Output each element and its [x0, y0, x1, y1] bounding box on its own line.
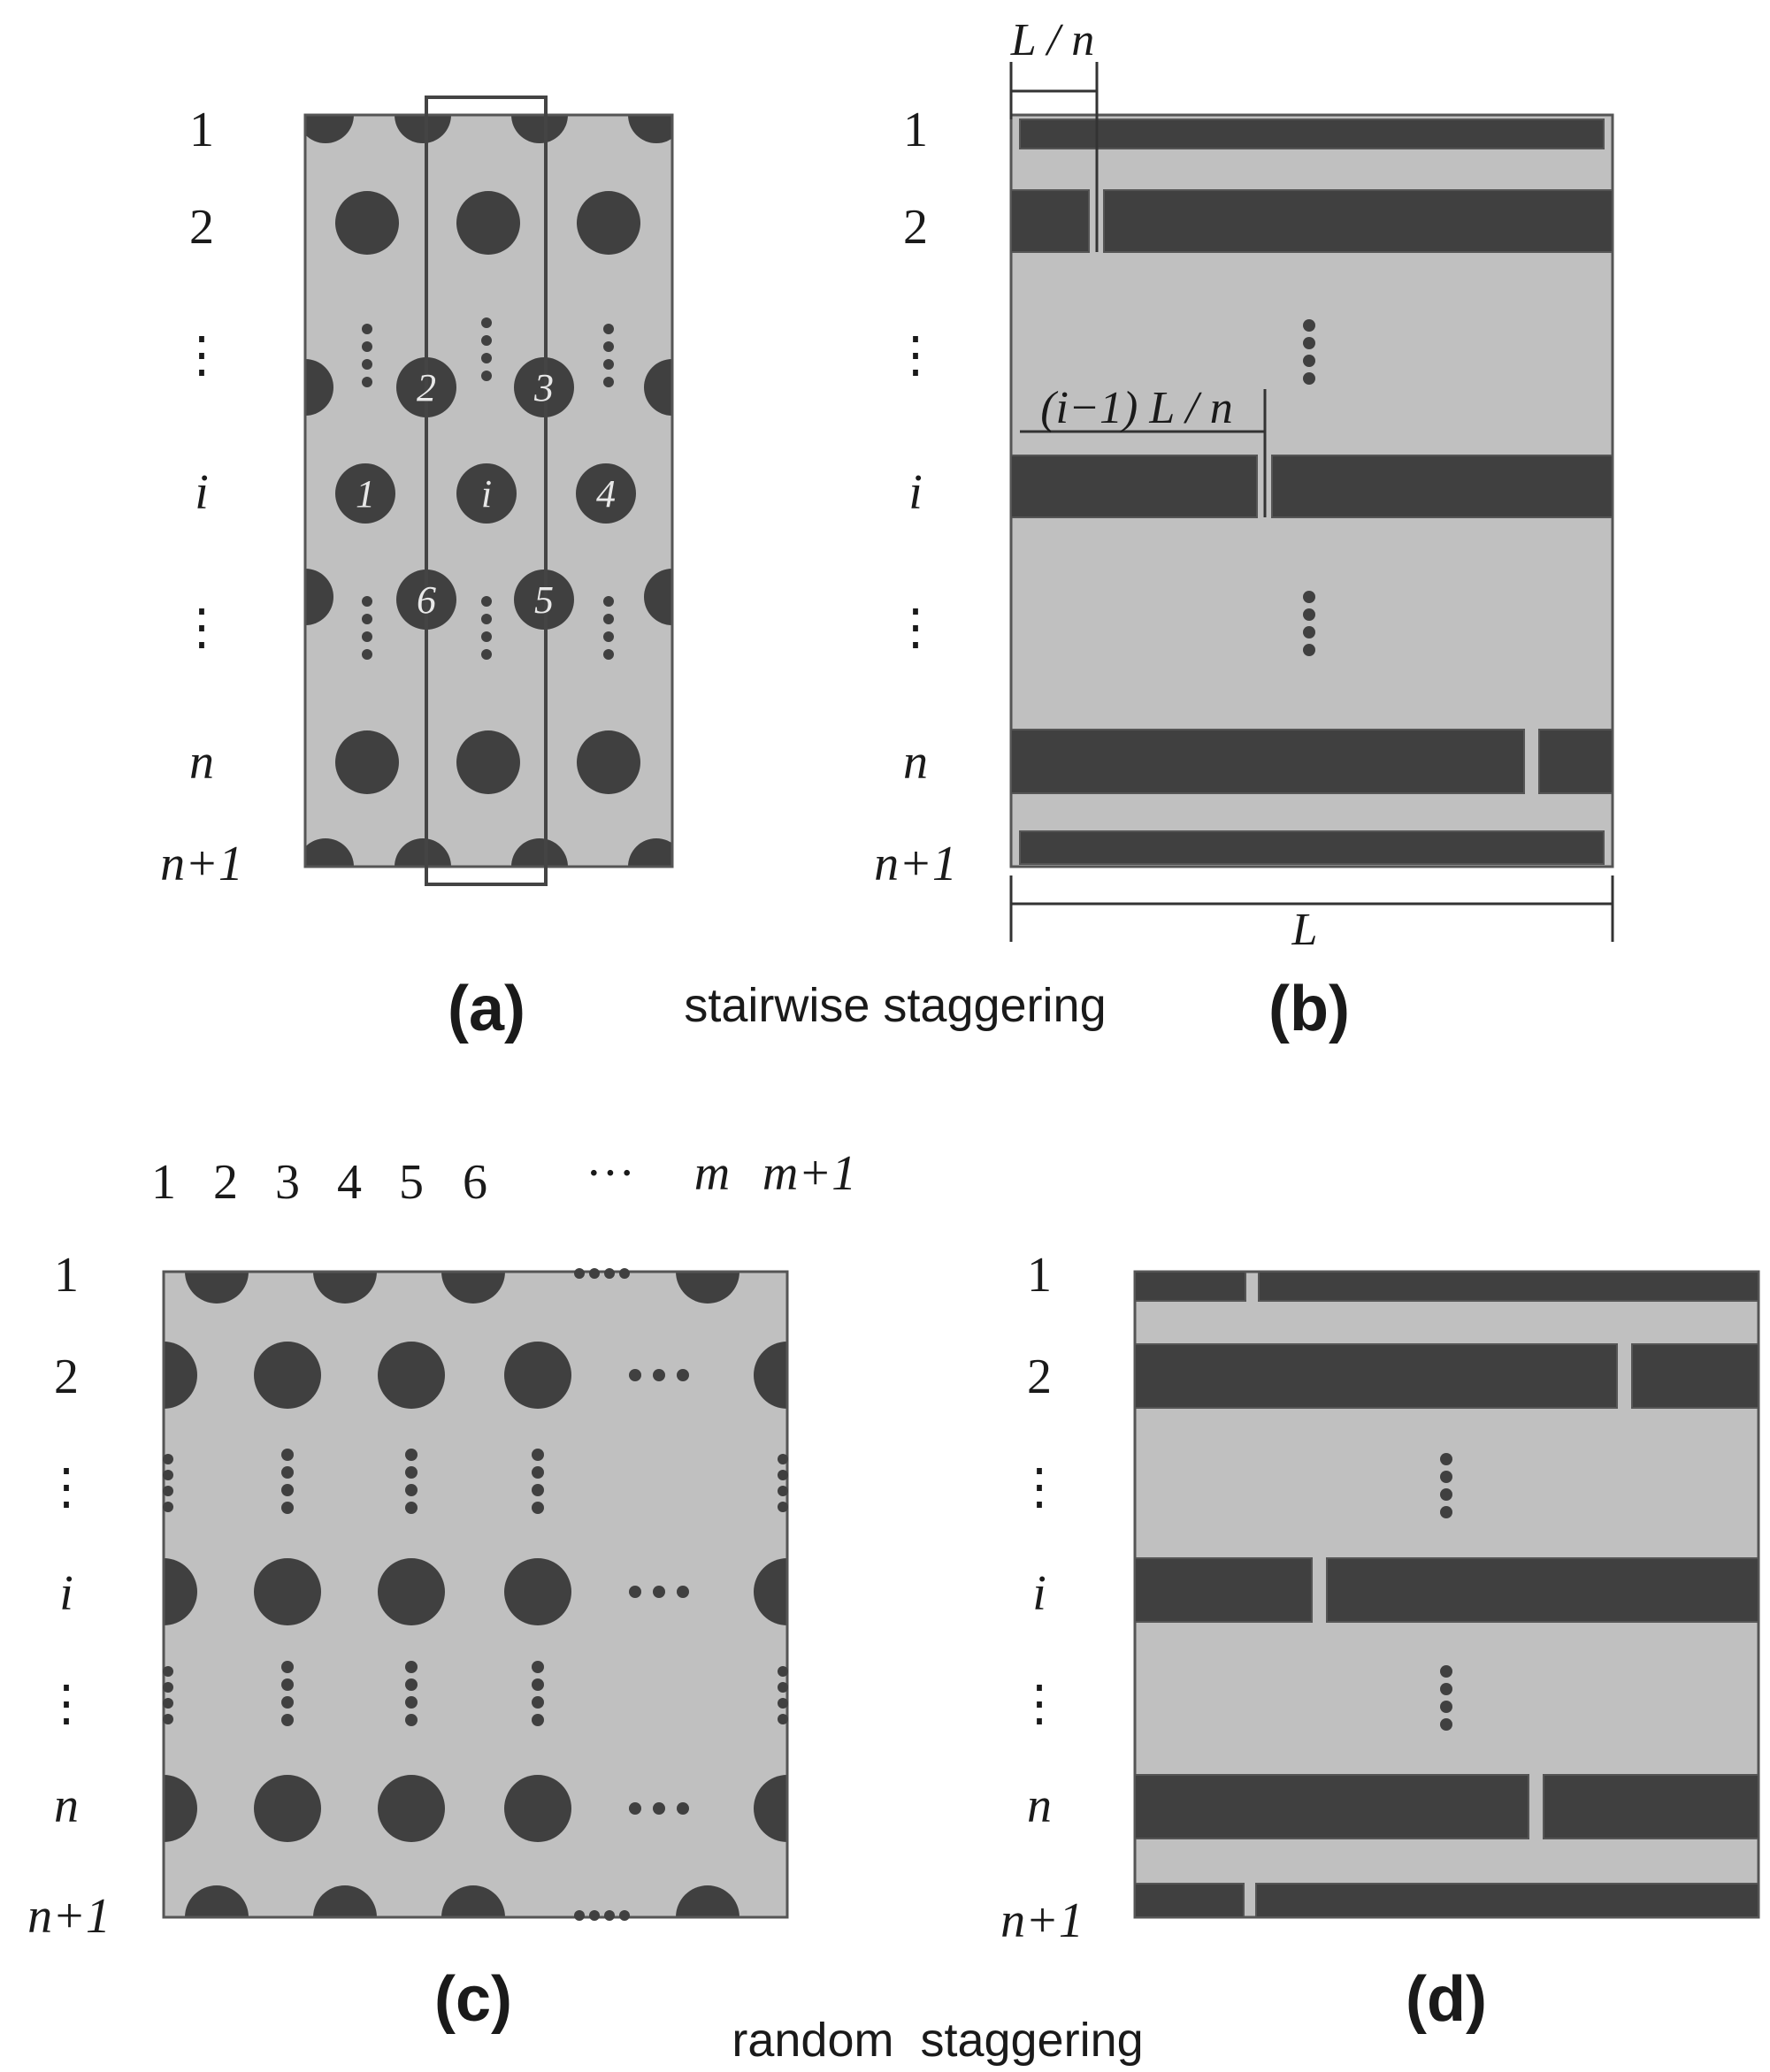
bar-row-n-plus-1-left [1134, 1883, 1245, 1918]
row-label-n: n [189, 735, 214, 790]
pore [577, 191, 640, 255]
bar-row-2-right [1631, 1343, 1759, 1409]
pore-4 [576, 463, 636, 524]
row-label-2: 2 [189, 200, 214, 255]
bar-row-n-right [1538, 729, 1613, 794]
pore-1 [335, 463, 395, 524]
column-label-3: 3 [275, 1155, 300, 1210]
ellipsis-dots [362, 317, 614, 660]
bar-row-i-left [1134, 1557, 1313, 1623]
panel-d-bars [1134, 1271, 1759, 1918]
row-label-vdots: ⋮ [891, 328, 940, 383]
pore-i [456, 463, 517, 524]
row-label-1: 1 [54, 1248, 79, 1303]
caption-top: stairwise staggering [684, 979, 1106, 1032]
row-label-n-plus-1: n+1 [27, 1889, 111, 1944]
caption-d: (d) [1406, 1964, 1487, 2035]
bar-row-n-plus-1-right [1255, 1883, 1759, 1918]
pore-label-i: i [481, 472, 492, 516]
pore-label-2: 2 [417, 366, 436, 409]
row-label-2: 2 [903, 200, 928, 255]
dimension-label-length: L [1291, 905, 1318, 955]
pore [456, 730, 520, 794]
bar-row-i-left [1010, 455, 1258, 518]
pore-label-4: 4 [596, 472, 616, 516]
dimension-lines [1009, 62, 1614, 942]
pore-label-5: 5 [534, 578, 554, 622]
pore-label-6: 6 [417, 578, 436, 622]
column-label-hdots: ··· [586, 1146, 635, 1201]
pore [577, 730, 640, 794]
panel-d: 1 2 ⋮ i ⋮ n n+1 [1000, 1248, 1760, 1948]
column-label-2: 2 [213, 1155, 238, 1210]
row-label-i: i [59, 1566, 73, 1621]
row-label-n-plus-1: n+1 [1000, 1893, 1084, 1948]
row-label-vdots: ⋮ [1015, 1460, 1064, 1515]
row-label-vdots: ⋮ [177, 600, 226, 655]
panel-c: 1 2 3 4 5 6 ··· m m+1 1 2 ⋮ i ⋮ n n+1 [27, 1146, 856, 1957]
caption-bottom: random staggering [732, 2014, 1143, 2067]
bar-row-n-left [1134, 1774, 1529, 1839]
row-label-2: 2 [1027, 1349, 1052, 1404]
bar-row-n-left [1010, 729, 1525, 794]
bar-row-2-left [1134, 1343, 1618, 1409]
caption-c: (c) [434, 1964, 512, 2035]
row-label-vdots: ⋮ [891, 600, 940, 655]
row-label-n: n [54, 1778, 79, 1833]
pore [335, 730, 399, 794]
row-label-1: 1 [189, 103, 214, 157]
panel-b-bars [1010, 119, 1613, 865]
row-label-vdots: ⋮ [42, 1677, 91, 1732]
row-label-i: i [908, 465, 923, 520]
caption-b: (b) [1268, 974, 1350, 1044]
panel-a: 2 3 1 i 4 6 5 1 2 ⋮ i ⋮ n n+1 [160, 84, 708, 898]
ellipsis-dots [1303, 319, 1315, 656]
row-label-1: 1 [903, 103, 928, 157]
row-label-n: n [1027, 1778, 1052, 1833]
row-label-1: 1 [1027, 1248, 1052, 1303]
row-label-2: 2 [54, 1349, 79, 1404]
column-label-m: m [694, 1146, 730, 1201]
pore-label-1: 1 [356, 472, 375, 516]
dimension-label-offset: (i−1) L / n [1040, 383, 1233, 433]
row-label-n-plus-1: n+1 [160, 837, 243, 891]
row-label-i: i [1032, 1566, 1046, 1621]
dimension-label-cell-width: L / n [1010, 15, 1094, 65]
bar-row-1-left [1134, 1271, 1246, 1302]
column-label-4: 4 [337, 1155, 362, 1210]
caption-a: (a) [448, 974, 525, 1044]
bar-row-i-right [1326, 1557, 1759, 1623]
row-label-n: n [903, 735, 928, 790]
row-label-vdots: ⋮ [177, 328, 226, 383]
bar-row-1-right [1258, 1271, 1759, 1302]
row-label-vdots: ⋮ [42, 1460, 91, 1515]
column-label-6: 6 [463, 1155, 487, 1210]
pore-label-3: 3 [533, 366, 554, 409]
unit-cell-outline [425, 96, 548, 886]
column-label-1: 1 [151, 1155, 176, 1210]
column-label-m-plus-1: m+1 [762, 1146, 856, 1201]
bar-row-n-plus-1 [1019, 830, 1605, 865]
row-label-vdots: ⋮ [1015, 1677, 1064, 1732]
bar-row-n-right [1543, 1774, 1759, 1839]
ellipsis-dots [163, 1268, 788, 1921]
bar-row-1 [1019, 119, 1605, 149]
bar-row-2-right [1103, 189, 1613, 253]
bar-row-i-right [1271, 455, 1613, 518]
row-label-i: i [195, 465, 209, 520]
pore [335, 191, 399, 255]
row-label-n-plus-1: n+1 [874, 837, 957, 891]
column-label-5: 5 [399, 1155, 424, 1210]
pore [456, 191, 520, 255]
panel-b: L / n (i−1) L / n L 1 2 ⋮ i ⋮ n n+1 [874, 15, 1614, 955]
bar-row-2-left [1010, 189, 1090, 253]
ellipsis-dots [1440, 1453, 1452, 1731]
